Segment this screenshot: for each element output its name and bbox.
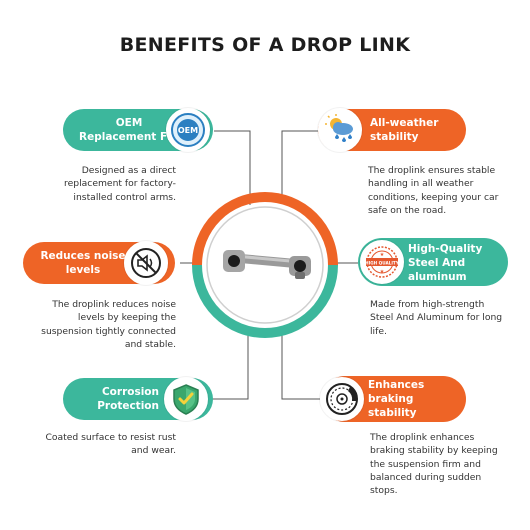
benefit-corrosion-label-1: Corrosion: [101, 386, 159, 398]
benefit-oem-description: Designed as a direct replacement for fac…: [64, 165, 176, 203]
shield-check-icon: [164, 377, 208, 421]
brake-disc-icon: [320, 377, 364, 421]
benefit-quality-description: Made from high-strength Steel And Alumin…: [370, 299, 503, 337]
mute-icon: [124, 241, 168, 285]
benefit-braking-label-3: stability: [368, 407, 417, 419]
benefit-quality-label-2: Steel And: [408, 257, 466, 269]
benefit-weather-label-2: stability: [370, 131, 419, 143]
svg-text:★: ★: [380, 269, 385, 275]
benefit-braking-label-2: braking: [368, 393, 414, 405]
svg-text:★: ★: [380, 252, 385, 258]
benefit-weather-description: The droplink ensures stable handling in …: [368, 165, 499, 216]
drop-link-image: [223, 250, 311, 279]
svg-text:HIGH QUALITY: HIGH QUALITY: [365, 261, 400, 266]
benefit-noise-label-1: Reduces noise: [40, 250, 126, 262]
center-emblem: [192, 192, 338, 338]
svg-text:OEM: OEM: [178, 126, 198, 135]
benefit-braking-label-1: Enhances: [368, 379, 425, 391]
page-title: BENEFITS OF A DROP LINK: [119, 34, 411, 56]
oem-badge-icon: OEM: [166, 108, 210, 152]
quality-stamp-icon: HIGH QUALITY ★ ★: [360, 240, 404, 284]
benefit-braking-description: The droplink enhances braking stability …: [370, 432, 498, 497]
weather-icon: [318, 108, 362, 152]
benefit-weather-label-1: All-weather: [370, 117, 439, 129]
benefit-oem-label-1: OEM: [115, 117, 143, 129]
benefit-corrosion-label-2: Protection: [97, 400, 159, 412]
benefit-noise-label-2: levels: [65, 264, 101, 276]
benefit-oem-label-2: Replacement Fit: [79, 131, 176, 143]
benefit-corrosion-description: Coated surface to resist rust and wear.: [45, 432, 176, 457]
benefit-noise-description: The droplink reduces noise levels by kee…: [41, 299, 176, 350]
benefit-quality-label-1: High-Quality: [408, 243, 483, 255]
benefit-quality-label-3: aluminum: [408, 271, 467, 283]
